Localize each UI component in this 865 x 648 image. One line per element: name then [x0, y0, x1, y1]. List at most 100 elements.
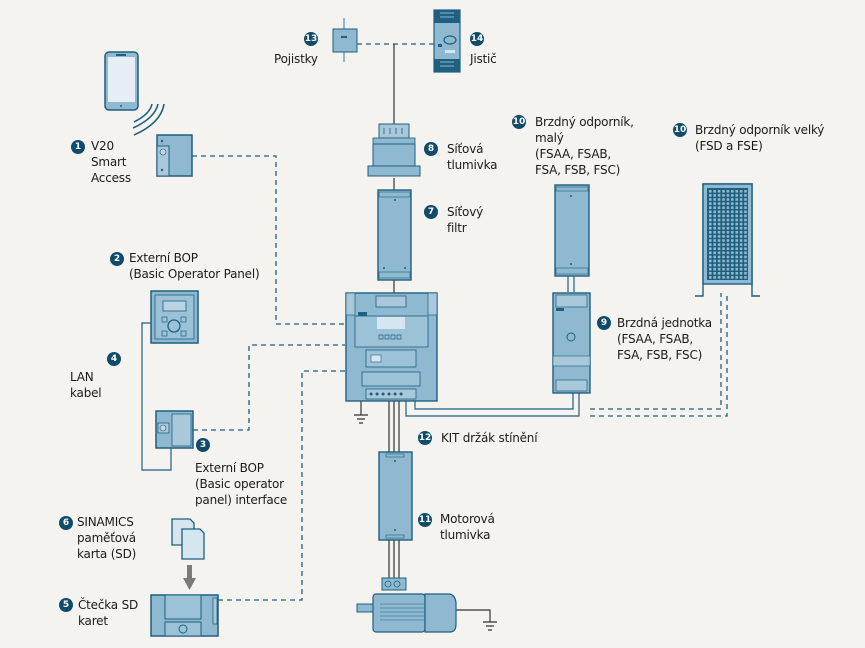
grid-hole [713, 251, 716, 255]
grid-hole [735, 243, 738, 246]
grid-hole [722, 243, 725, 246]
label-line: Motorová [440, 512, 495, 526]
grid-hole [731, 194, 734, 197]
badge-9: 9 [597, 316, 611, 330]
badge-11: 11 [418, 513, 432, 527]
grid-hole [735, 190, 738, 193]
grid-hole [726, 202, 730, 205]
grid-hole [717, 198, 721, 201]
small-brake-resistor-device [554, 184, 590, 277]
grid-hole [735, 226, 738, 230]
label-fuses: Pojistky [274, 51, 318, 67]
grid-hole [726, 194, 730, 197]
grid-hole [731, 198, 734, 201]
grid-hole [731, 263, 734, 267]
label-line: (FSD a FSE) [695, 139, 763, 153]
bop-interface-link [193, 344, 345, 431]
grid-hole [739, 251, 743, 255]
grid-hole [709, 276, 712, 279]
smartphone-icon [104, 51, 139, 111]
label-line: Access [91, 171, 131, 185]
grid-hole [744, 263, 747, 267]
label-large-brake-resistor: Brzdný odporník velký (FSD a FSE) [695, 122, 824, 154]
badge-14: 14 [470, 32, 484, 46]
grid-hole [713, 247, 716, 250]
grid-hole [726, 210, 730, 214]
grid-hole [739, 267, 743, 271]
grid-hole [744, 206, 747, 209]
grid-hole [735, 263, 738, 267]
grid-hole [744, 235, 747, 238]
label-line: Čtečka SD [78, 598, 139, 612]
large-resistor-link-b [590, 293, 728, 417]
v20-inverter-device [345, 292, 438, 402]
grid-hole [731, 222, 734, 226]
grid-hole [739, 276, 743, 279]
grid-hole [726, 255, 730, 259]
badge-2: 2 [110, 252, 124, 266]
label-line: FSA, FSB, FSC) [535, 163, 621, 177]
grid-hole [739, 239, 743, 242]
grid-hole [722, 231, 725, 234]
grid-hole [713, 218, 716, 222]
grid-hole [726, 226, 730, 230]
line-choke-device [367, 123, 421, 177]
brake-wires [405, 276, 580, 417]
grid-hole [717, 210, 721, 214]
grid-hole [744, 214, 747, 218]
label-line: (Basic operator [195, 477, 284, 491]
label-shield-kit: KIT držák stínění [441, 430, 538, 446]
brake-unit-device [552, 292, 591, 394]
grid-hole [709, 239, 712, 242]
grid-hole [726, 263, 730, 267]
badge-10-small: 10 [512, 115, 526, 129]
grid-hole [713, 276, 716, 279]
label-line: karta (SD) [77, 547, 137, 561]
external-bop-device [150, 290, 199, 344]
grid-hole [709, 259, 712, 263]
grid-hole [739, 259, 743, 263]
label-line: Jistič [470, 52, 497, 66]
grid-hole [744, 276, 747, 279]
fuse-device [332, 18, 358, 62]
grid-hole [739, 235, 743, 238]
label-line: V20 [91, 139, 114, 153]
label-line-choke: Síťová tlumivka [447, 141, 497, 173]
grid-hole [731, 190, 734, 193]
grid-hole [717, 206, 721, 209]
grid-hole [731, 276, 734, 279]
grid-hole [717, 218, 721, 222]
grid-hole [726, 190, 730, 193]
label-line: panel) interface [195, 493, 288, 507]
grid-hole [722, 235, 725, 238]
grid-hole [735, 255, 738, 259]
grid-hole [709, 218, 712, 222]
grid-hole [726, 218, 730, 222]
grid-hole [709, 243, 712, 246]
label-line: Síťová [447, 142, 484, 156]
grid-hole [713, 231, 716, 234]
grid-hole [713, 198, 716, 201]
label-small-brake-resistor: Brzdný odporník, malý (FSAA, FSAB, FSA, … [535, 114, 634, 178]
badge-7: 7 [424, 205, 438, 219]
grid-hole [744, 190, 747, 193]
grid-hole [739, 214, 743, 218]
grid-hole [722, 218, 725, 222]
grid-hole [717, 251, 721, 255]
badge-8: 8 [424, 142, 438, 156]
grid-hole [731, 214, 734, 218]
badge-12: 12 [418, 431, 432, 445]
grid-hole [713, 210, 716, 214]
grid-hole [744, 198, 747, 201]
label-line: SINAMICS [77, 515, 134, 529]
grid-hole [735, 206, 738, 209]
grid-hole [735, 276, 738, 279]
smart-access-link [192, 155, 345, 325]
grid-hole [744, 231, 747, 234]
grid-hole [731, 251, 734, 255]
grid-hole [722, 272, 725, 275]
label-sd-card: SINAMICS paměťová karta (SD) [77, 514, 136, 562]
grid-hole [722, 251, 725, 255]
grid-hole [735, 218, 738, 222]
